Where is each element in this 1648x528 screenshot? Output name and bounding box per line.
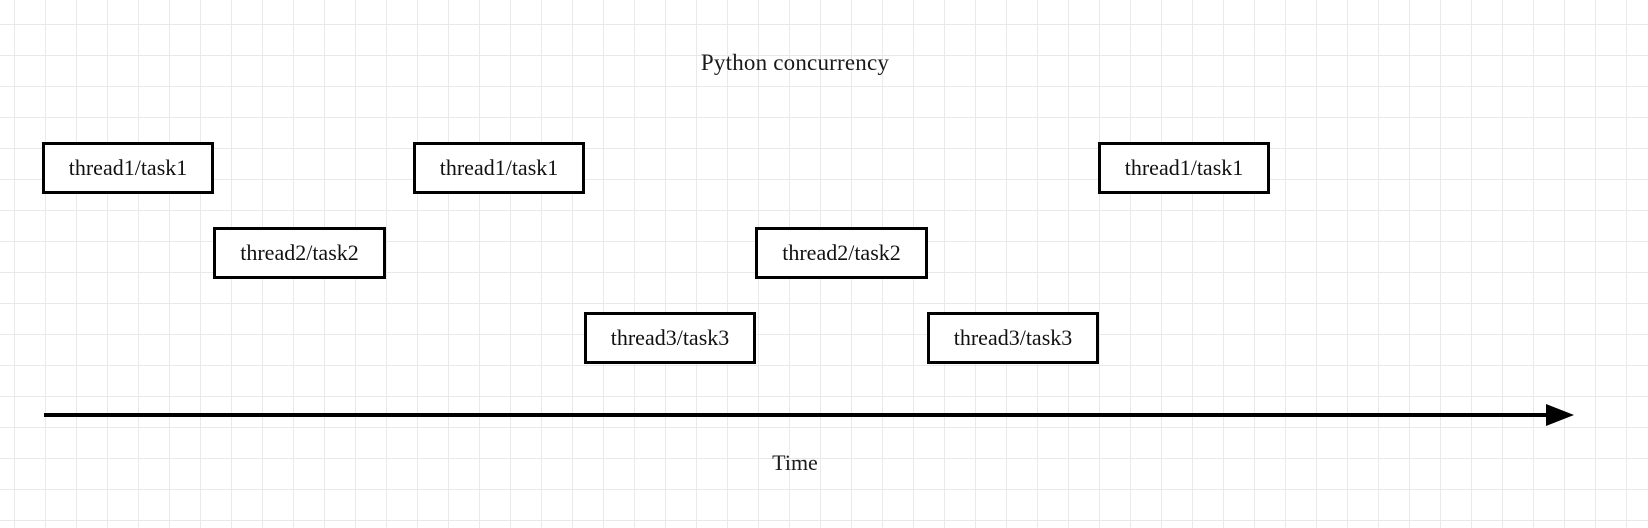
task-box-thread1-task1: thread1/task1: [42, 142, 214, 194]
task-box-thread1-task1: thread1/task1: [413, 142, 585, 194]
diagram-title: Python concurrency: [700, 50, 890, 75]
task-box-label: thread3/task3: [953, 325, 1073, 350]
task-box-label: thread1/task1: [68, 155, 188, 180]
timeline-arrow-icon: [1546, 404, 1574, 426]
time-axis-label: Time: [772, 450, 818, 475]
task-box-label: thread2/task2: [782, 240, 901, 265]
task-box-label: thread2/task2: [240, 240, 359, 265]
task-box-label: thread1/task1: [439, 155, 559, 180]
task-box-thread2-task2: thread2/task2: [213, 227, 386, 279]
task-box-thread1-task1: thread1/task1: [1098, 142, 1270, 194]
task-box-thread3-task3: thread3/task3: [927, 312, 1099, 364]
task-box-label: thread1/task1: [1124, 155, 1244, 180]
task-box-label: thread3/task3: [610, 325, 730, 350]
task-box-thread3-task3: thread3/task3: [584, 312, 756, 364]
timeline-axis-line: [44, 413, 1552, 417]
task-box-thread2-task2: thread2/task2: [755, 227, 928, 279]
